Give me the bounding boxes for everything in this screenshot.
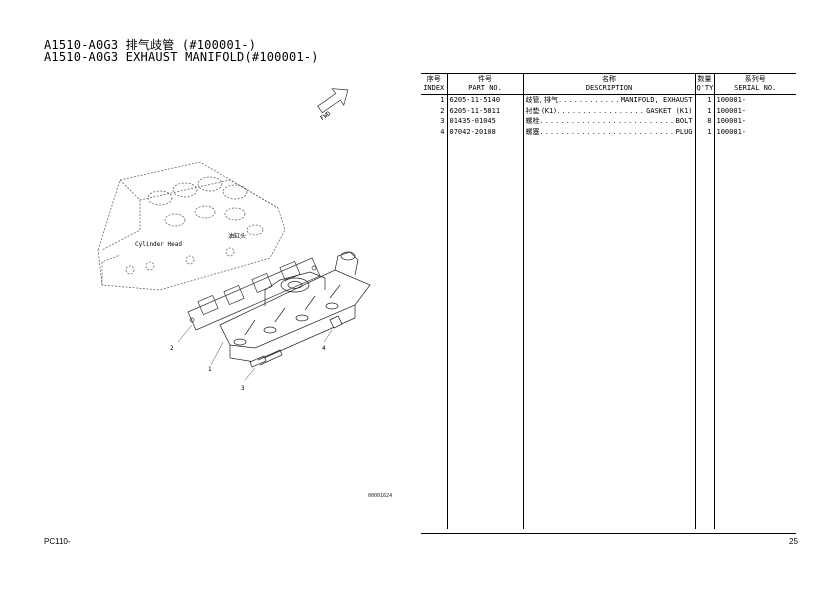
callout-4: 4 bbox=[322, 345, 326, 352]
fwd-arrow-icon bbox=[317, 88, 349, 114]
row-part-no: 07042-20108 bbox=[446, 126, 523, 137]
row-desc-en: PLUG bbox=[675, 127, 693, 136]
row-desc-en: BOLT bbox=[675, 117, 693, 125]
row-desc-en: GASKET (K1) bbox=[646, 106, 693, 115]
row-index: 2 bbox=[440, 106, 445, 115]
plug-part bbox=[329, 315, 343, 329]
row-index: 1 bbox=[440, 96, 445, 104]
row-desc-cn: 螺塞 bbox=[525, 127, 540, 136]
table-row: 2 6205-11-5811 衬垫 (K1)..................… bbox=[421, 105, 796, 116]
footer-model: PC110- bbox=[44, 537, 71, 546]
cylinder-head-outline bbox=[97, 161, 286, 291]
row-desc-en: MANIFOLD, EXHAUST bbox=[620, 96, 693, 104]
row-serial: 100001- bbox=[713, 126, 796, 137]
cylinder-head-label-en: Cylinder Head bbox=[135, 241, 182, 248]
row-qty: 1 bbox=[694, 94, 714, 106]
table-row: 4 07042-20108 螺塞........................… bbox=[421, 126, 796, 137]
exhaust-manifold-part bbox=[219, 251, 371, 363]
row-part-no: 6205-11-5140 bbox=[446, 94, 523, 106]
table-empty-space bbox=[421, 137, 796, 529]
row-qty: 1 bbox=[694, 105, 714, 116]
callout-1: 1 bbox=[208, 366, 212, 373]
table-row: 3 01435-01045 螺栓........................… bbox=[421, 116, 796, 127]
table-row: 1 6205-11-5140 歧管, 排气...................… bbox=[421, 94, 796, 106]
figure-code: 00001624 bbox=[368, 493, 393, 499]
callout-3: 3 bbox=[241, 385, 245, 392]
cylinder-head-label-cn: 油缸头 bbox=[228, 232, 246, 240]
row-qty: 1 bbox=[694, 126, 714, 137]
row-part-no: 01435-01045 bbox=[446, 116, 523, 127]
page-title-en: A1510-A0G3 EXHAUST MANIFOLD(#100001-) bbox=[44, 50, 319, 64]
exploded-parts-diagram: 油缸头 Cylinder Head FWD 1 2 3 4 bbox=[97, 88, 371, 392]
row-part-no: 6205-11-5811 bbox=[446, 105, 523, 116]
page-title-cn: A1510-A0G3 排气歧管 (#100001-) bbox=[44, 38, 257, 52]
row-index: 4 bbox=[440, 127, 445, 136]
row-serial: 100001- bbox=[713, 105, 796, 116]
footer-page-number: 25 bbox=[789, 537, 798, 546]
row-desc-cn: 螺栓 bbox=[525, 117, 540, 125]
row-serial: 100001- bbox=[713, 94, 796, 106]
gasket-part bbox=[187, 257, 321, 331]
row-desc-cn: 衬垫 (K1) bbox=[525, 106, 557, 115]
row-desc-cn: 歧管, 排气 bbox=[525, 96, 558, 104]
bolt-part bbox=[249, 349, 283, 368]
row-qty: 8 bbox=[694, 116, 714, 127]
row-index: 3 bbox=[440, 117, 445, 125]
callout-2: 2 bbox=[170, 345, 174, 352]
row-serial: 100001- bbox=[713, 116, 796, 127]
fwd-label: FWD bbox=[319, 110, 332, 122]
table-bottom-rule bbox=[421, 533, 796, 534]
